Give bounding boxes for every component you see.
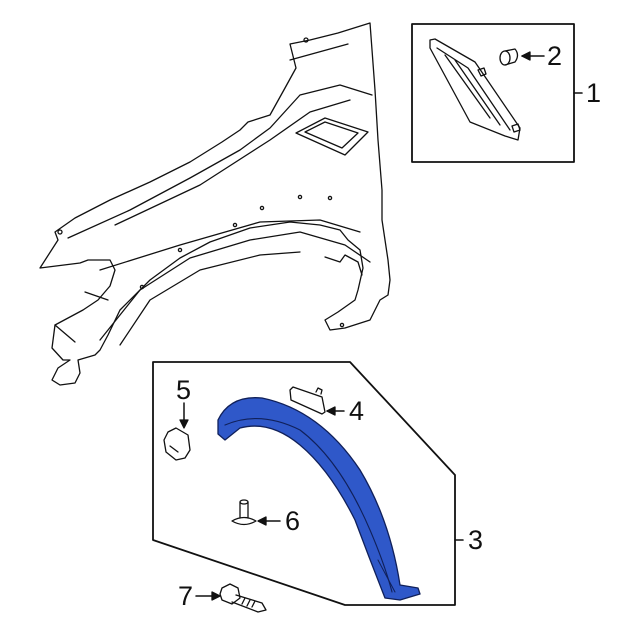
callout-6: 6 [285,506,301,536]
reflector-clip-icon [289,386,326,415]
fender-flare [217,397,421,601]
callout-4: 4 [349,396,365,426]
callout-2: 2 [547,41,563,71]
callout-5: 5 [176,375,192,405]
side-marker-lamp-icon [429,38,521,141]
bulb-icon [499,48,519,66]
retainer-clip-icon [163,427,191,461]
callout-1: 1 [586,78,602,108]
callout-3: 3 [468,525,484,555]
callout-7: 7 [178,581,194,611]
flare-group-box [152,361,456,606]
push-pin-icon [231,499,257,526]
fender-panel [39,22,391,386]
bolt-icon [219,583,267,613]
